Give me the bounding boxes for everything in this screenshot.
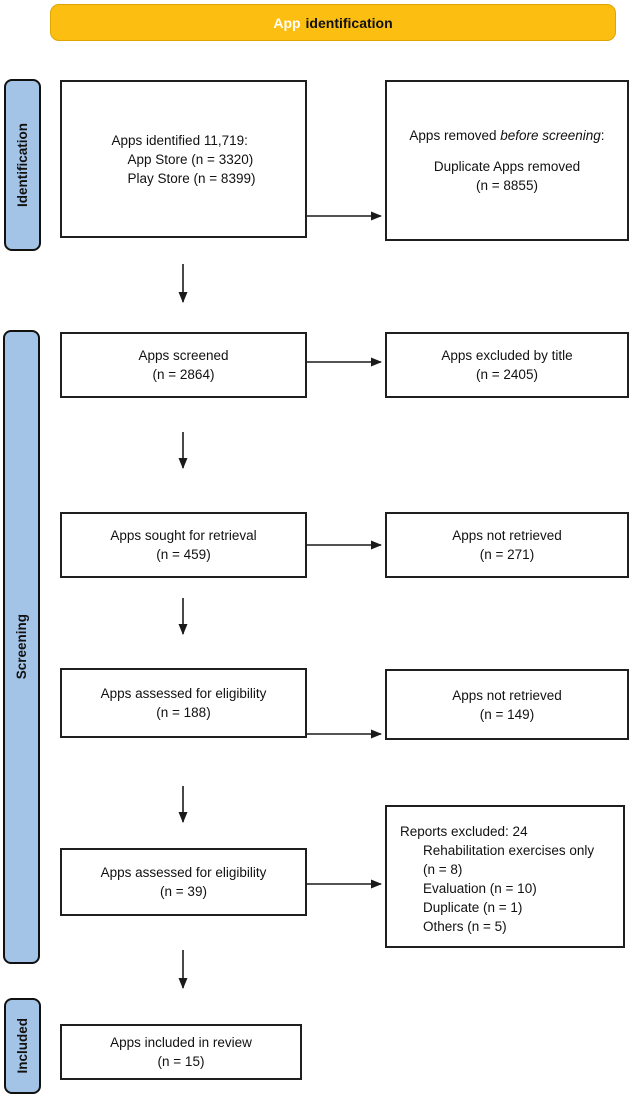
box-apps-identified-line2: App Store (n = 3320)	[127, 151, 254, 167]
box-apps-identified-line1: Apps identified 11,719:	[111, 132, 248, 148]
box-apps-identified: Apps identified 11,719: App Store (n = 3…	[60, 80, 307, 238]
box-reports-excluded-item: Duplicate (n = 1)	[423, 899, 523, 915]
banner-app-identification: App identification	[50, 4, 616, 41]
stage-label-included-text: Included	[15, 1018, 30, 1074]
box-assessed-1-line1: Apps assessed for eligibility	[100, 686, 267, 701]
box-apps-included-in-review: Apps included in review (n = 15)	[60, 1024, 302, 1080]
box-apps-excluded-by-title: Apps excluded by title (n = 2405)	[385, 332, 629, 398]
stage-label-identification: Identification	[4, 79, 41, 251]
box-apps-assessed-eligibility-1: Apps assessed for eligibility (n = 188)	[60, 668, 307, 738]
box-not-retrieved-1-line2: (n = 271)	[479, 547, 535, 562]
box-reports-excluded: Reports excluded: 24 Rehabilitation exer…	[385, 805, 625, 948]
box-apps-removed-line3: (n = 8855)	[476, 178, 538, 193]
box-assessed-1-line2: (n = 188)	[156, 705, 211, 720]
stage-label-screening: Screening	[3, 330, 40, 964]
box-not-retrieved-2-line1: Apps not retrieved	[452, 687, 562, 703]
box-apps-removed-line2: Duplicate Apps removed	[433, 159, 581, 174]
box-apps-not-retrieved-2: Apps not retrieved (n = 149)	[385, 669, 629, 740]
box-assessed-2-line2: (n = 39)	[160, 884, 207, 899]
box-excluded-title-line1: Apps excluded by title	[441, 348, 573, 363]
box-apps-identified-line3: Play Store (n = 8399)	[127, 170, 256, 186]
box-apps-screened-line2: (n = 2864)	[152, 367, 215, 382]
box-reports-excluded-item: Others (n = 5)	[423, 918, 507, 934]
box-excluded-title-line2: (n = 2405)	[476, 367, 538, 382]
box-not-retrieved-2-line2: (n = 149)	[479, 706, 535, 722]
box-apps-not-retrieved-1: Apps not retrieved (n = 271)	[385, 512, 629, 578]
blank-line	[387, 145, 627, 157]
box-apps-removed-line1: Apps removed before screening:	[409, 128, 605, 143]
box-reports-excluded-line1: Reports excluded: 24	[400, 823, 528, 839]
box-apps-removed-before-screening: Apps removed before screening: Duplicate…	[385, 80, 629, 241]
box-apps-sought-for-retrieval: Apps sought for retrieval (n = 459)	[60, 512, 307, 578]
box-included-review-line2: (n = 15)	[157, 1054, 205, 1069]
box-assessed-2-line1: Apps assessed for eligibility	[100, 865, 267, 880]
banner-prefix: App	[273, 14, 301, 31]
banner-title: identification	[305, 14, 393, 31]
box-not-retrieved-1-line1: Apps not retrieved	[452, 528, 562, 543]
box-reports-excluded-item: (n = 8)	[423, 861, 463, 877]
box-sought-line1: Apps sought for retrieval	[110, 528, 257, 543]
box-reports-excluded-item: Evaluation (n = 10)	[423, 880, 537, 896]
box-included-review-line1: Apps included in review	[110, 1035, 252, 1050]
box-sought-line2: (n = 459)	[156, 547, 211, 562]
stage-label-identification-text: Identification	[15, 123, 30, 207]
box-reports-excluded-item: Rehabilitation exercises only	[423, 842, 595, 858]
stage-label-included: Included	[4, 998, 41, 1094]
box-apps-assessed-eligibility-2: Apps assessed for eligibility (n = 39)	[60, 848, 307, 916]
box-apps-screened-line1: Apps screened	[138, 348, 229, 363]
stage-label-screening-text: Screening	[14, 614, 29, 680]
box-apps-screened: Apps screened (n = 2864)	[60, 332, 307, 398]
